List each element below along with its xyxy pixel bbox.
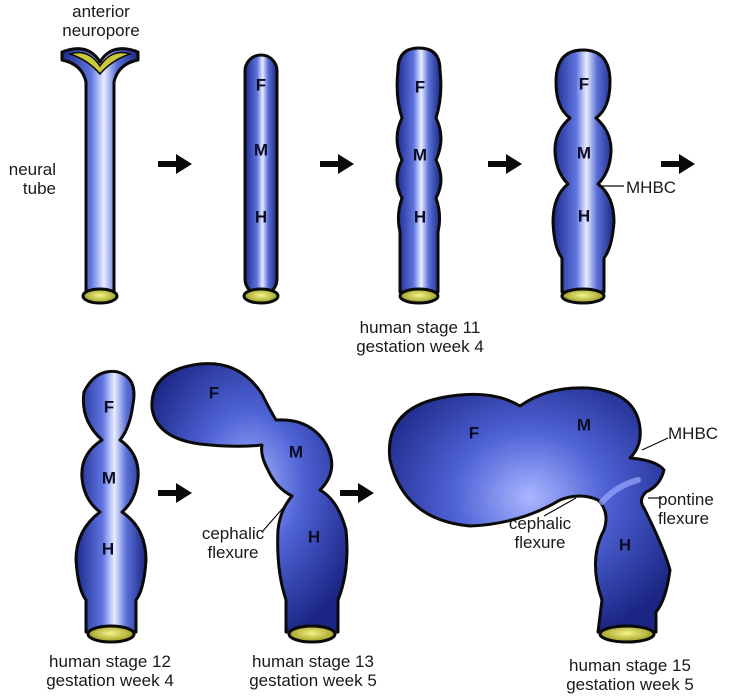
stage-12-caption: human stage 12 gestation week 4	[10, 652, 210, 690]
stage-11-caption: human stage 11 gestation week 4	[320, 318, 520, 356]
arrow-icon	[340, 483, 374, 503]
arrow-icon	[320, 154, 354, 174]
cephalic-flexure-label: cephalic flexure	[492, 514, 588, 552]
neural-tube-stage-a	[62, 49, 138, 303]
cephalic-flexure-label: cephalic flexure	[185, 524, 281, 562]
lumen	[244, 289, 278, 303]
lumen	[88, 626, 134, 642]
midbrain-label: M	[577, 145, 591, 162]
arrow-icon	[661, 154, 695, 174]
hindbrain-label: H	[619, 537, 631, 554]
stage-15-caption: human stage 15 gestation week 5	[530, 656, 730, 694]
lumen	[289, 626, 335, 642]
arrow-icon	[158, 483, 192, 503]
forebrain-label: F	[469, 425, 479, 442]
arrow-icon	[158, 154, 192, 174]
mhbc-label: MHBC	[668, 424, 718, 443]
neural-tube-stage-13	[152, 364, 347, 642]
midbrain-label: M	[577, 417, 591, 434]
mhbc-label: MHBC	[626, 178, 676, 197]
forebrain-label: F	[415, 79, 425, 96]
forebrain-label: F	[579, 76, 589, 93]
midbrain-label: M	[254, 142, 268, 159]
stage-13-caption: human stage 13 gestation week 5	[213, 652, 413, 690]
lumen	[600, 626, 654, 642]
hindbrain-label: H	[102, 541, 114, 558]
lumen	[562, 289, 604, 303]
hindbrain-label: H	[255, 209, 267, 226]
forebrain-label: F	[256, 77, 266, 94]
arrow-icon	[488, 154, 522, 174]
mhbc-leader-line	[642, 438, 668, 450]
hindbrain-label: H	[414, 209, 426, 226]
midbrain-label: M	[413, 147, 427, 164]
pontine-flexure-label: pontine flexure	[658, 490, 730, 528]
neural-tube-label: neural tube	[0, 160, 56, 198]
lumen	[400, 289, 438, 303]
hindbrain-label: H	[308, 529, 320, 546]
midbrain-label: M	[289, 444, 303, 461]
lumen	[83, 289, 117, 303]
midbrain-label: M	[102, 470, 116, 487]
forebrain-label: F	[104, 399, 114, 416]
anterior-neuropore-label: anterior neuropore	[58, 2, 144, 40]
hindbrain-label: H	[578, 208, 590, 225]
forebrain-label: F	[209, 385, 219, 402]
